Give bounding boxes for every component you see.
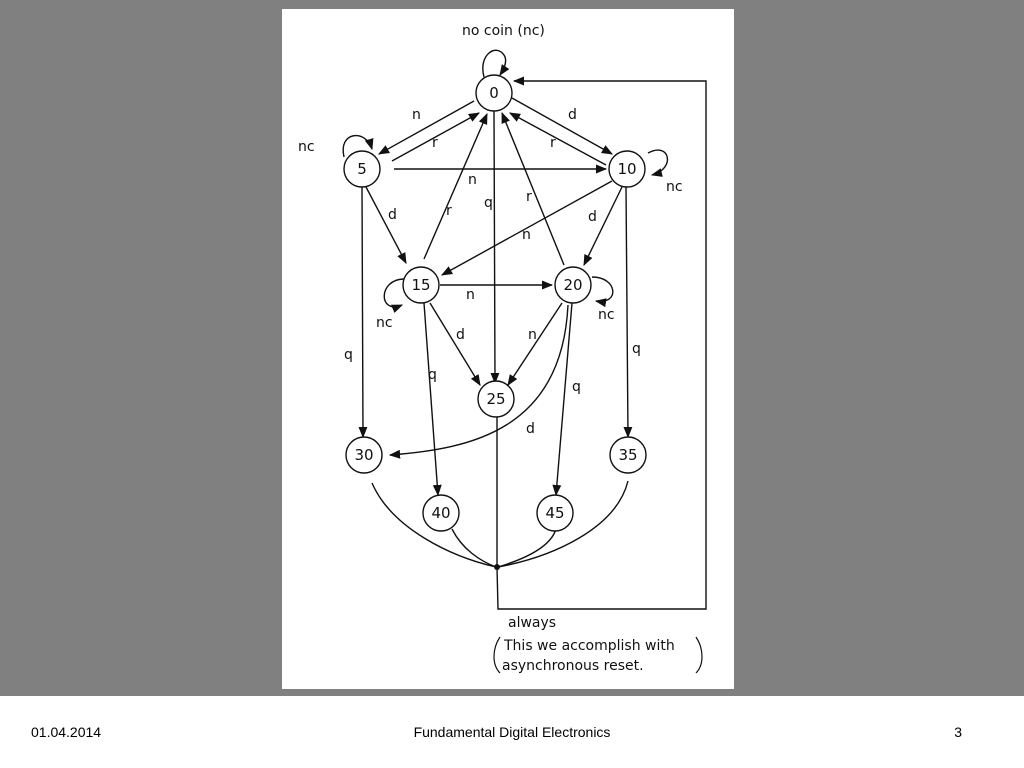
label-0-25-q: q <box>484 195 493 211</box>
label-15-40-q: q <box>428 367 437 383</box>
edge-5-0-r <box>391 112 480 162</box>
edge-10-35-q <box>623 186 633 439</box>
edge-45-junction <box>497 528 557 568</box>
label-15-25-d: d <box>456 327 465 343</box>
edge-10-15-n <box>441 180 613 276</box>
top-nocoin-label: no coin (nc) <box>462 23 545 39</box>
note-line-1: This we accomplish with <box>503 638 675 654</box>
footer-page-number: 3 <box>954 724 962 740</box>
state-diagram: 0 5 10 15 20 25 30 35 40 45 no coin (nc)… <box>298 23 707 674</box>
label-20-0-r: r <box>526 189 532 205</box>
edge-0-25-q <box>490 110 500 385</box>
footer-title: Fundamental Digital Electronics <box>413 724 611 740</box>
note-line-2: asynchronous reset. <box>502 658 644 674</box>
scanned-figure: 0 5 10 15 20 25 30 35 40 45 no coin (nc)… <box>282 9 734 689</box>
edge-10-20-d <box>583 186 623 267</box>
label-10-self-nc: nc <box>666 179 683 195</box>
junction-dot <box>494 564 500 570</box>
note-bracket-left <box>493 636 501 674</box>
label-20-30-d: d <box>526 421 535 437</box>
edge-20-25-n <box>507 302 563 386</box>
label-5-self-nc: nc <box>298 139 315 155</box>
edge-0-5-n <box>378 100 475 155</box>
state-25-circle <box>477 380 515 418</box>
edge-20-0-r <box>501 111 565 266</box>
label-20-self-nc: nc <box>598 307 615 323</box>
state-5-label: 5 <box>357 160 367 178</box>
edge-15-self-nc <box>383 278 405 314</box>
edge-0-self-nc <box>482 49 510 78</box>
always-label: always <box>508 615 556 631</box>
edge-10-0-r <box>509 112 607 166</box>
label-10-15-n: n <box>522 227 531 243</box>
state-30-label: 30 <box>354 446 373 464</box>
edge-5-30-q <box>358 186 368 439</box>
label-15-self-nc: nc <box>376 315 393 331</box>
state-20-circle <box>554 266 592 304</box>
edge-15-0-r <box>423 112 488 260</box>
state-nodes <box>343 74 647 532</box>
label-0-5-n: n <box>412 107 421 123</box>
label-5-0-r: r <box>432 135 438 151</box>
label-10-35-q: q <box>632 341 641 357</box>
label-10-20-d: d <box>588 209 597 225</box>
state-15-label: 15 <box>411 276 430 294</box>
state-10-label: 10 <box>617 160 636 178</box>
edge-always-return <box>496 76 707 610</box>
edge-20-45-q <box>552 302 573 497</box>
state-20-label: 20 <box>563 276 582 294</box>
edge-30-junction <box>371 482 497 568</box>
edge-20-self-nc <box>591 276 614 308</box>
state-0-label: 0 <box>489 84 499 102</box>
label-0-10-d: d <box>568 107 577 123</box>
state-30-circle <box>345 436 383 474</box>
note-bracket-right <box>695 636 703 674</box>
edge-5-self-nc <box>342 134 374 158</box>
label-20-25-n: n <box>528 327 537 343</box>
footer-date: 01.04.2014 <box>31 724 102 740</box>
edge-35-junction <box>497 480 629 568</box>
label-15-20-n: n <box>466 287 475 303</box>
transition-edges <box>342 49 707 610</box>
label-5-30-q: q <box>344 347 353 363</box>
label-15-0-r: r <box>446 203 452 219</box>
label-10-0-r: r <box>550 135 556 151</box>
state-35-circle <box>609 436 647 474</box>
state-45-circle <box>536 494 574 532</box>
edge-20-30-d <box>388 304 569 459</box>
state-5-circle <box>343 150 381 188</box>
label-5-10-n: n <box>468 172 477 188</box>
slide-background: 0 5 10 15 20 25 30 35 40 45 no coin (nc)… <box>0 0 1024 696</box>
edge-15-25-d <box>429 302 481 386</box>
state-40-circle <box>422 494 460 532</box>
label-20-45-q: q <box>572 379 581 395</box>
edge-10-self-nc <box>647 149 669 177</box>
state-10-circle <box>608 150 646 188</box>
edge-5-15-d <box>365 186 407 264</box>
state-35-label: 35 <box>618 446 637 464</box>
edge-15-40-q <box>423 302 442 497</box>
state-15-circle <box>402 266 440 304</box>
label-5-15-d: d <box>388 207 397 223</box>
state-45-label: 45 <box>545 504 564 522</box>
edge-0-10-d <box>511 97 613 155</box>
state-40-label: 40 <box>431 504 450 522</box>
state-0-circle <box>475 74 513 112</box>
state-25-label: 25 <box>486 390 505 408</box>
edge-40-junction <box>451 528 497 568</box>
